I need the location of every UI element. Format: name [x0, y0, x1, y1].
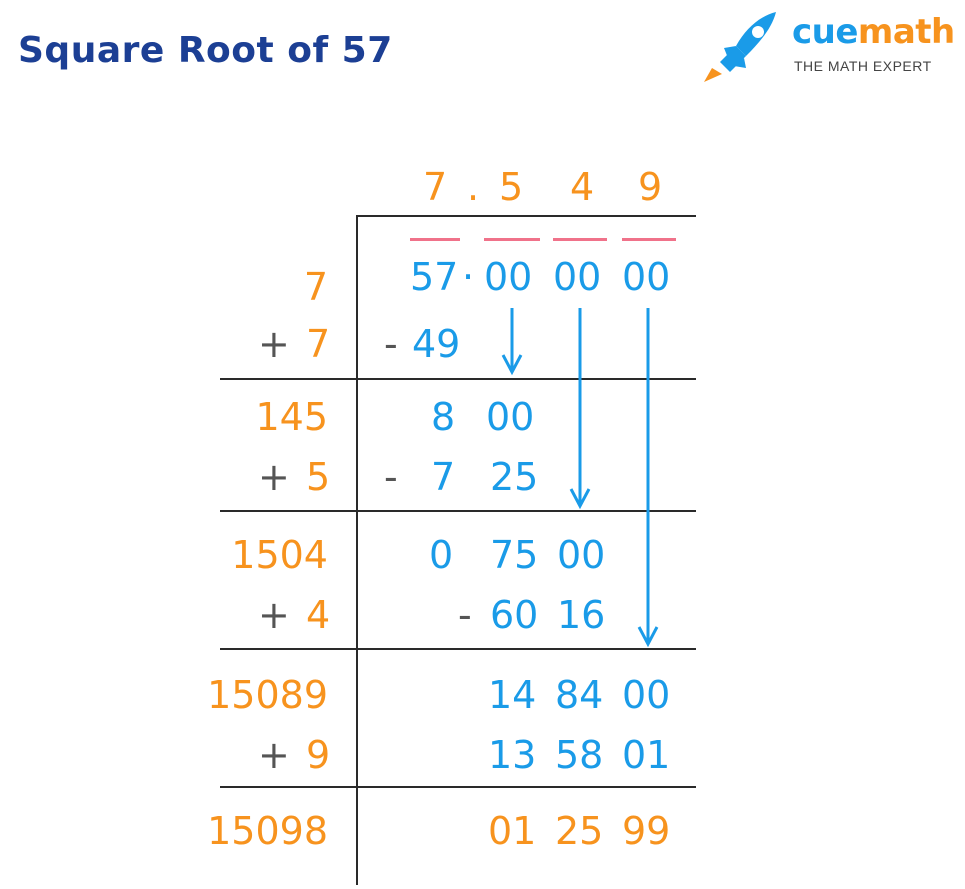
remainder-b: 25 — [555, 809, 604, 853]
step2-digit-a: 8 — [431, 395, 456, 439]
step4-digit-a: 14 — [488, 673, 537, 717]
cuemath-logo: cuemath THE MATH EXPERT — [700, 6, 960, 86]
step-divider-2 — [220, 510, 696, 512]
step1-subtrahend: 49 — [412, 322, 461, 366]
plus-sign-3: + — [258, 593, 290, 637]
divisor-5: 15098 — [207, 809, 328, 853]
divisor-add-2: 5 — [306, 455, 331, 499]
step-divider-3 — [220, 648, 696, 650]
division-bracket-vertical — [356, 215, 358, 885]
pair-bar-1 — [410, 238, 460, 241]
quotient-digit-3: 4 — [570, 165, 595, 209]
step2-subtrahend-a: 7 — [431, 455, 456, 499]
division-bracket-top — [356, 215, 696, 217]
step-divider-4 — [220, 786, 696, 788]
rocket-icon — [704, 12, 776, 82]
step4-subtrahend-b: 58 — [555, 733, 604, 777]
step2-subtrahend-b: 25 — [490, 455, 539, 499]
brand-name: cuemath — [792, 12, 955, 52]
pair-bar-2 — [484, 238, 540, 241]
step3-subtrahend-a: 60 — [490, 593, 539, 637]
divisor-add-3: 4 — [306, 593, 331, 637]
brand-tagline: THE MATH EXPERT — [794, 58, 932, 74]
step4-subtrahend-a: 13 — [488, 733, 537, 777]
step-divider-1 — [220, 378, 696, 380]
pair-bar-3 — [553, 238, 607, 241]
plus-sign-1: + — [258, 322, 290, 366]
page-title: Square Root of 57 — [18, 30, 393, 71]
step3-minus: - — [458, 593, 472, 637]
quotient-digit-1: 7 — [423, 165, 448, 209]
divisor-3: 1504 — [231, 533, 328, 577]
quotient-digit-2: 5 — [499, 165, 524, 209]
dividend-pair-2: 00 — [553, 255, 602, 299]
plus-sign-4: + — [258, 733, 290, 777]
step4-subtrahend-c: 01 — [622, 733, 671, 777]
step4-digit-c: 00 — [622, 673, 671, 717]
dividend-pair-3: 00 — [622, 255, 671, 299]
divisor-2: 145 — [255, 395, 328, 439]
dividend-decimal-point: · — [462, 255, 475, 299]
step3-subtrahend-b: 16 — [557, 593, 606, 637]
quotient-decimal-point: . — [467, 165, 480, 209]
step3-digit-c: 00 — [557, 533, 606, 577]
divisor-add-1: 7 — [306, 322, 331, 366]
plus-sign-2: + — [258, 455, 290, 499]
divisor-4: 15089 — [207, 673, 328, 717]
quotient-digit-4: 9 — [638, 165, 663, 209]
step1-minus: - — [384, 322, 398, 366]
step3-digit-a: 0 — [429, 533, 454, 577]
dividend-pair-1: 00 — [484, 255, 533, 299]
step2-minus: - — [384, 455, 398, 499]
divisor-1: 7 — [303, 265, 328, 309]
step3-digit-b: 75 — [490, 533, 539, 577]
remainder-a: 01 — [488, 809, 537, 853]
dividend-whole: 57 — [410, 255, 459, 299]
divisor-add-4: 9 — [306, 733, 331, 777]
step2-digit-b: 00 — [486, 395, 535, 439]
pair-bar-4 — [622, 238, 676, 241]
step4-digit-b: 84 — [555, 673, 604, 717]
remainder-c: 99 — [622, 809, 671, 853]
